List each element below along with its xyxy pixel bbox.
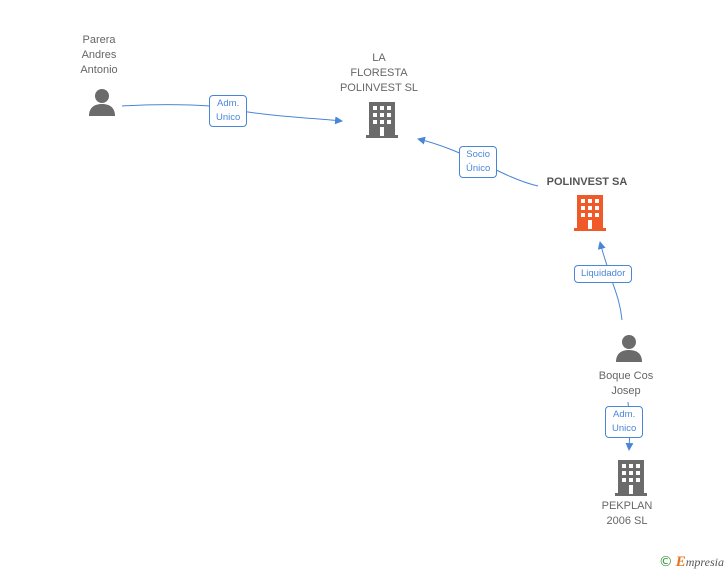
node-label-parera[interactable]: Parera Andres Antonio — [80, 34, 118, 76]
relation-label-liquidador: Liquidador — [574, 265, 633, 283]
node-label-la-floresta[interactable]: LA FLORESTA POLINVEST SL — [339, 52, 419, 94]
building-icon[interactable] — [364, 100, 400, 140]
person-icon[interactable] — [86, 86, 118, 118]
building-icon[interactable] — [613, 458, 649, 498]
relation-label-adm-unico: Adm. Unico — [209, 95, 248, 127]
relation-label-socio-unico: Socio Único — [459, 146, 498, 178]
node-label-pekplan[interactable]: PEKPLAN 2006 SL — [601, 500, 653, 527]
brand-logo-initial: E — [675, 554, 686, 570]
node-label-boque[interactable]: Boque Cos Josep — [598, 370, 654, 397]
copyright-symbol: © — [658, 554, 673, 570]
building-icon-focus[interactable] — [572, 193, 608, 233]
person-icon[interactable] — [613, 332, 645, 364]
node-label-polinvest[interactable]: POLINVEST SA — [546, 176, 628, 188]
relation-label-adm-unico-pekplan: Adm. Unico — [605, 406, 644, 438]
brand-logo-text: mpresia — [685, 555, 724, 569]
copyright-notice: © Empresia — [659, 554, 724, 571]
